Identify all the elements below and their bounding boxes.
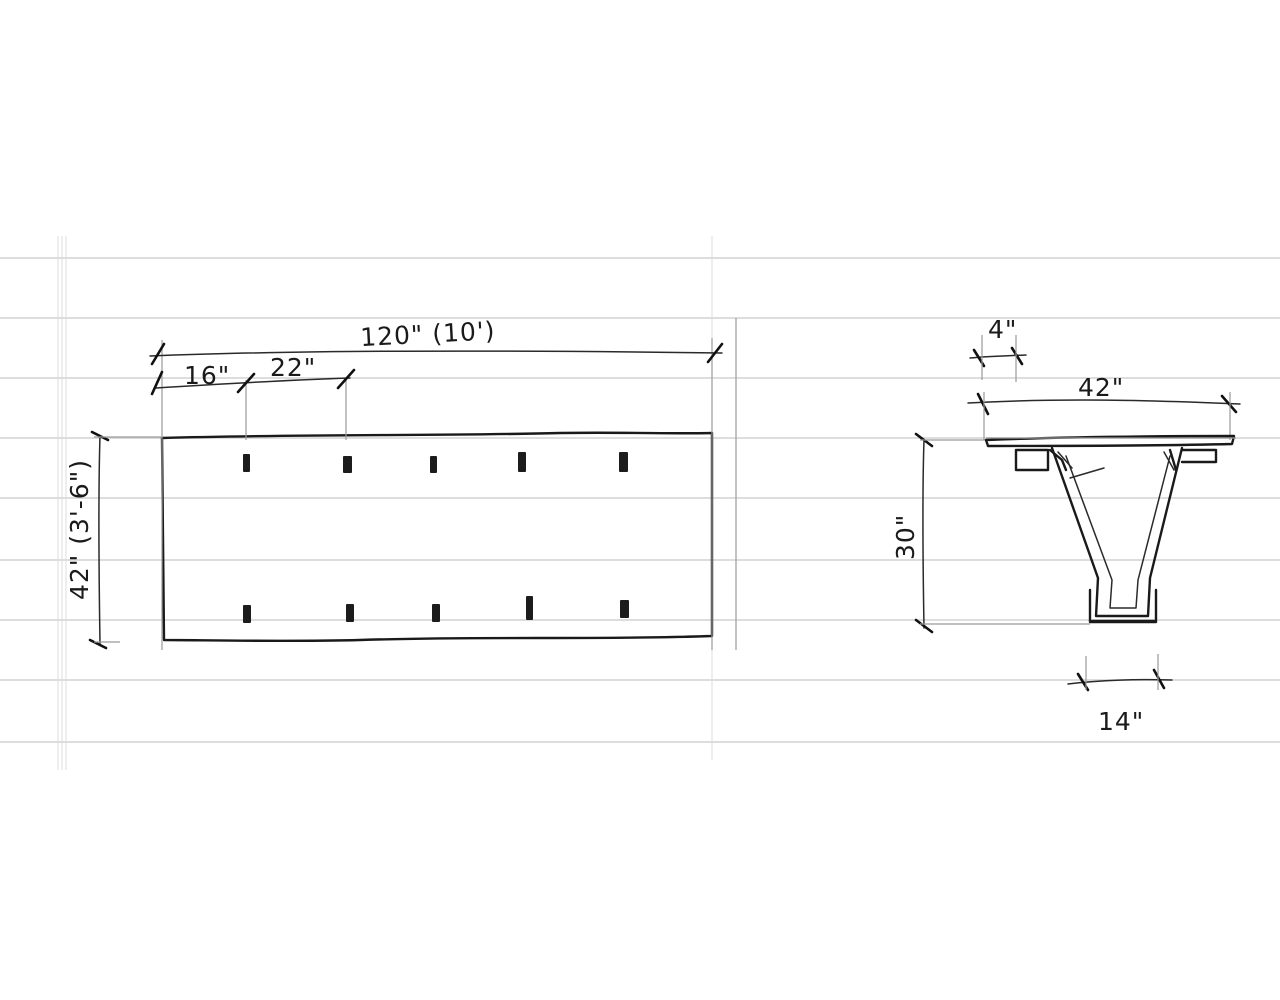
base-width-dimension (1067, 678, 1173, 685)
slot (430, 456, 437, 473)
top-width-label: 42" (1078, 373, 1124, 402)
height-label: 30" (891, 514, 920, 560)
slot (620, 600, 629, 618)
overhang-label: 4" (988, 315, 1017, 344)
top-width-dimension (967, 399, 1241, 405)
slot (518, 452, 526, 472)
base-width-label: 14" (1098, 707, 1144, 736)
slot (619, 452, 628, 472)
slot (343, 456, 352, 473)
height-dimension (922, 439, 925, 629)
slot (346, 604, 354, 622)
spacing-label: 22" (270, 353, 316, 382)
slot (526, 596, 533, 620)
slot (243, 454, 250, 472)
width-dimension (98, 435, 101, 645)
slot-row-top (243, 452, 628, 473)
section-support (1050, 446, 1184, 618)
plan-view: 120" (10') 16" 22" 42" (3'-6") (65, 316, 737, 650)
slot (243, 605, 251, 623)
slot (432, 604, 440, 622)
slot-spacing-dimension (155, 377, 351, 389)
section-view: 4" 42" 30" 14" (891, 315, 1241, 736)
width-label: 42" (3'-6") (65, 459, 94, 600)
slot-row-bottom (243, 596, 629, 623)
overall-length-label: 120" (10') (360, 316, 497, 352)
overall-length-dimension (149, 350, 723, 357)
end-offset-label: 16" (184, 361, 230, 390)
